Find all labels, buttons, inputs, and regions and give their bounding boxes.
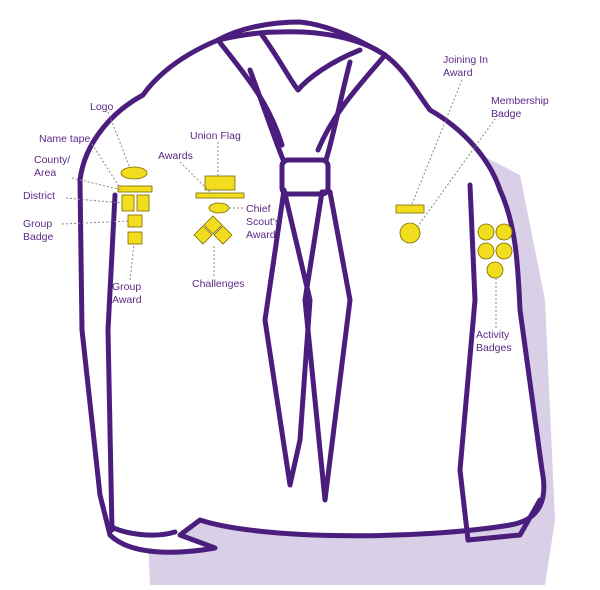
label-district: District	[23, 190, 55, 202]
label-chief-scout-line2: Scout's	[246, 216, 280, 228]
label-group-badge-line1: Group	[23, 218, 52, 230]
awards-strip	[195, 192, 245, 199]
leader-membership	[417, 111, 501, 227]
label-logo: Logo	[90, 101, 114, 113]
label-membership-line2: Badge	[491, 108, 522, 120]
label-name-tape: Name tape	[39, 133, 91, 145]
necker-tail-right	[302, 189, 353, 503]
challenge-badge-left	[193, 225, 213, 245]
necker-upper	[247, 59, 353, 165]
chief-scout-badge	[208, 202, 230, 214]
district-badge-left	[121, 194, 135, 212]
label-group-award-line1: Group	[112, 281, 141, 293]
joining-in-badge	[395, 204, 425, 214]
label-chief-scout-line1: Chief	[246, 203, 271, 215]
label-county-area-line2: Area	[34, 167, 56, 179]
activity-badge-2	[495, 223, 513, 241]
name-tape-badge	[117, 185, 153, 193]
leader-awards	[179, 161, 213, 195]
woggle	[279, 157, 331, 197]
membership-badge	[399, 222, 421, 244]
union-flag-badge	[204, 175, 236, 191]
label-joining-in-line2: Award	[443, 67, 473, 79]
leader-county	[71, 177, 123, 191]
label-challenges: Challenges	[192, 278, 245, 290]
collar-inner	[259, 32, 363, 93]
label-membership-line1: Membership	[491, 95, 549, 107]
label-joining-in-line1: Joining In	[443, 54, 488, 66]
activity-badge-1	[477, 223, 495, 241]
district-badge-right	[136, 194, 150, 212]
left-sleeve	[105, 192, 118, 533]
leader-name-tape	[91, 143, 121, 189]
left-cuff	[105, 522, 178, 538]
label-activity-line1: Activity	[476, 329, 510, 341]
label-county-area-line1: County/	[34, 154, 70, 166]
activity-badge-4	[495, 242, 513, 260]
label-union-flag: Union Flag	[190, 130, 241, 142]
leader-group-badge	[61, 220, 129, 225]
logo-badge	[120, 166, 148, 180]
activity-badge-5	[486, 261, 504, 279]
label-group-badge-line2: Badge	[23, 231, 54, 243]
label-activity-line2: Badges	[476, 342, 512, 354]
group-award-badge	[127, 231, 143, 245]
label-awards: Awards	[158, 150, 193, 162]
right-sleeve	[457, 182, 543, 543]
leader-district	[65, 197, 123, 204]
label-group-award-line2: Award	[112, 294, 142, 306]
challenge-badge-top	[203, 215, 223, 235]
challenge-badge-right	[213, 225, 233, 245]
activity-badge-3	[477, 242, 495, 260]
label-chief-scout-line3: Award	[246, 229, 276, 241]
group-badge	[127, 214, 143, 228]
